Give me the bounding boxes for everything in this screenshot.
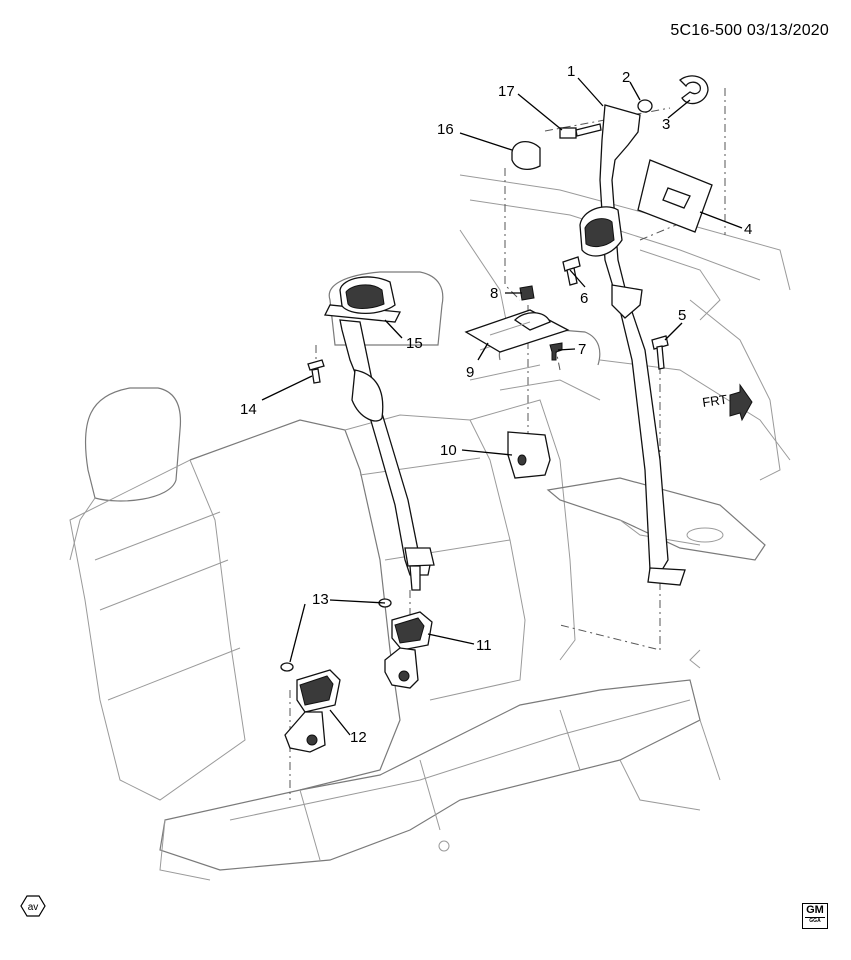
callout-9: 9 <box>466 364 474 381</box>
callout-12: 12 <box>350 729 367 746</box>
gm-logo: GM GGA <box>802 903 828 929</box>
bolt-part-14 <box>307 359 325 384</box>
gm-logo-text: GM <box>806 904 824 916</box>
diagram-code: 5C16-500 03/13/2020 <box>670 22 829 39</box>
gm-logo-subtext: GGA <box>805 917 825 924</box>
callout-17: 17 <box>498 83 515 100</box>
av-badge-label: av <box>28 902 39 913</box>
av-badge-icon: av <box>20 895 46 917</box>
fasteners-7-8 <box>519 285 563 361</box>
callout-6: 6 <box>580 290 588 307</box>
callout-7: 7 <box>578 341 586 358</box>
upper-anchor-hardware <box>511 75 709 171</box>
callout-14: 14 <box>240 401 257 418</box>
callout-10: 10 <box>440 442 457 459</box>
callout-4: 4 <box>744 221 752 238</box>
bracket-part-9 <box>464 309 570 353</box>
callout-16: 16 <box>437 121 454 138</box>
callout-3: 3 <box>662 116 670 133</box>
rear-seat-sketch <box>69 174 791 881</box>
callout-15: 15 <box>406 335 423 352</box>
callout-11: 11 <box>476 637 492 654</box>
trim-cover-part-10 <box>507 431 551 479</box>
label-part-4 <box>637 159 713 233</box>
callout-2: 2 <box>622 69 630 86</box>
front-direction-arrow: FRT <box>701 383 753 422</box>
leader-lines <box>261 77 743 736</box>
callout-5: 5 <box>678 307 686 324</box>
right-seat-belt-assembly <box>579 104 686 586</box>
callout-13: 13 <box>312 591 329 608</box>
callout-8: 8 <box>490 285 498 302</box>
callout-labels: 1 2 3 4 5 6 7 8 9 10 11 12 13 14 15 16 1… <box>240 63 752 746</box>
center-seat-belt-assembly <box>323 276 435 591</box>
buckle-part-11 <box>378 598 433 689</box>
callout-1: 1 <box>567 63 575 80</box>
front-direction-label: FRT <box>701 392 728 410</box>
bolts-5-6 <box>562 256 669 370</box>
buckle-part-12 <box>280 662 341 753</box>
